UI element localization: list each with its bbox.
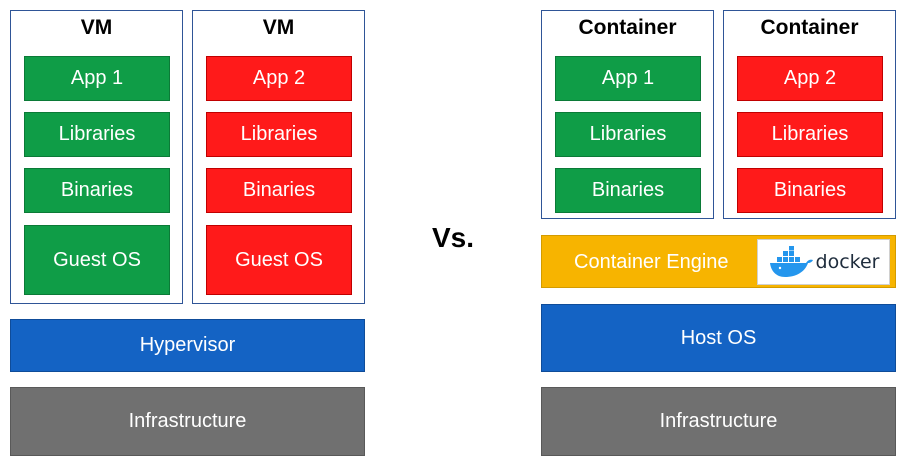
docker-logo-text: docker: [815, 251, 880, 273]
container1-title: Container: [578, 16, 677, 39]
vm2-guest-os-block: Guest OS: [206, 225, 352, 295]
right-infrastructure-layer: Infrastructure: [541, 387, 896, 456]
vm2-title: VM: [262, 16, 295, 39]
vm1-guest-os-block: Guest OS: [24, 225, 170, 295]
host-os-layer: Host OS: [541, 304, 896, 372]
vs-label: Vs.: [432, 222, 475, 253]
vm1-binaries-block: Binaries: [24, 168, 170, 213]
left-infrastructure-layer: Infrastructure: [10, 387, 365, 456]
docker-whale-icon: [769, 246, 813, 277]
container1-binaries-block: Binaries: [555, 168, 701, 213]
hypervisor-layer: Hypervisor: [10, 319, 365, 372]
vm2-libraries-block: Libraries: [206, 112, 352, 157]
container2-libraries-block: Libraries: [737, 112, 883, 157]
vm1-libraries-block: Libraries: [24, 112, 170, 157]
vm1-app-block: App 1: [24, 56, 170, 101]
vm1-title: VM: [80, 16, 113, 39]
container-engine-layer: Container Engine docker: [541, 235, 896, 288]
container2-binaries-block: Binaries: [737, 168, 883, 213]
vm2-app-block: App 2: [206, 56, 352, 101]
container-engine-label: Container Engine: [574, 251, 729, 273]
container1-libraries-block: Libraries: [555, 112, 701, 157]
container1-app-block: App 1: [555, 56, 701, 101]
vm2-binaries-block: Binaries: [206, 168, 352, 213]
container2-title: Container: [760, 16, 859, 39]
docker-logo: docker: [757, 239, 890, 285]
container2-app-block: App 2: [737, 56, 883, 101]
